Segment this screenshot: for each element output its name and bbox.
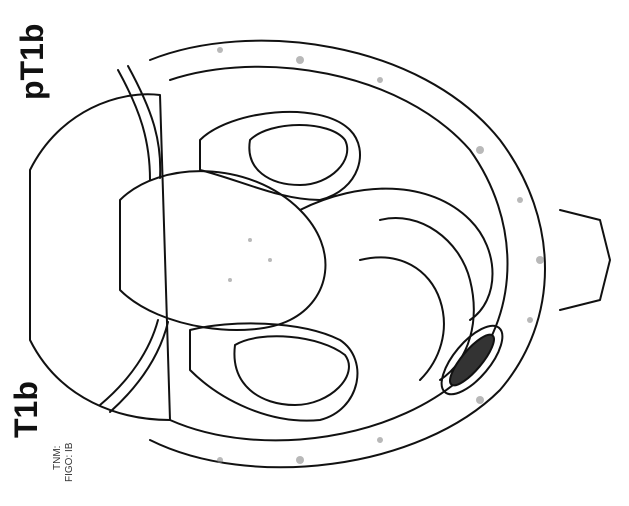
stipple-dots: [217, 47, 544, 464]
label-tnm: TNM:: [52, 446, 63, 470]
label-figo: FIGO: IB: [64, 443, 75, 482]
ovary-top: [249, 125, 347, 185]
vaginal-opening-inner: [444, 329, 500, 391]
label-t1b: T1b: [8, 381, 45, 438]
uterus: [120, 171, 325, 330]
ureter-bottom-inner: [110, 322, 168, 412]
cervix: [300, 189, 493, 320]
ureter-top: [118, 70, 150, 180]
ovary-bottom: [234, 336, 349, 405]
outlet: [560, 210, 610, 310]
vagina-lower: [360, 257, 444, 380]
label-pt1b: pT1b: [14, 24, 51, 100]
adnexa-bottom-outline: [190, 323, 357, 420]
ureter-top-inner: [128, 66, 160, 178]
adnexa-top-outline: [200, 112, 360, 200]
bladder: [30, 94, 170, 420]
vagina-upper: [380, 218, 474, 380]
